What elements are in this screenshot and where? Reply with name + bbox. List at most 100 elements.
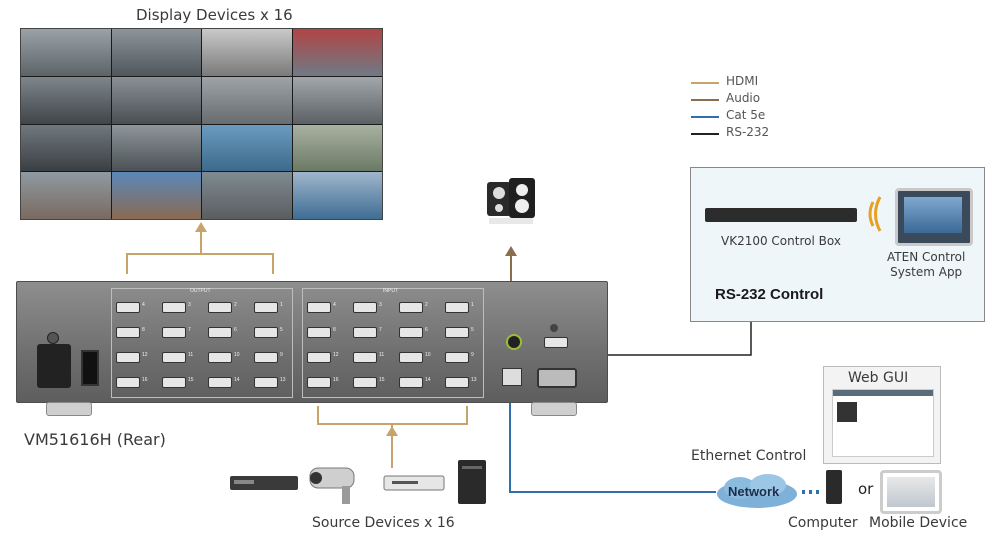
input-hdmi-port bbox=[353, 327, 377, 338]
or-label: or bbox=[858, 480, 874, 498]
hdmi-port bbox=[544, 337, 568, 348]
input-hdmi-port bbox=[307, 302, 331, 313]
output-port-number: 10 bbox=[234, 352, 240, 358]
network-label: Network bbox=[728, 484, 780, 499]
output-port-number: 2 bbox=[234, 302, 237, 308]
input-port-number: 15 bbox=[379, 377, 385, 383]
power-socket bbox=[37, 344, 71, 388]
input-panel-label: INPUT bbox=[383, 288, 398, 294]
tablet-icon bbox=[895, 188, 973, 246]
input-hdmi-port bbox=[445, 377, 469, 388]
input-port-number: 2 bbox=[425, 302, 428, 308]
audio-jack bbox=[506, 334, 522, 350]
chassis-foot bbox=[531, 402, 577, 416]
legend-swatch-cat5e bbox=[691, 116, 719, 118]
input-hdmi-port bbox=[445, 327, 469, 338]
display-tile bbox=[202, 29, 292, 76]
legend-swatch-hdmi bbox=[691, 82, 719, 84]
mobile-screen bbox=[887, 477, 935, 507]
input-hdmi-port bbox=[353, 352, 377, 363]
computer-label: Computer bbox=[788, 515, 858, 531]
web-gui-thumbnail bbox=[837, 402, 857, 422]
input-port-number: 11 bbox=[379, 352, 385, 358]
input-port-number: 12 bbox=[333, 352, 339, 358]
legend-swatch-audio bbox=[691, 99, 719, 101]
output-port-number: 15 bbox=[188, 377, 194, 383]
cat5e-line bbox=[509, 388, 716, 493]
aten-app-label: ATEN Control System App bbox=[887, 250, 966, 279]
legend: HDMI Audio Cat 5e RS-232 bbox=[691, 74, 811, 144]
display-tile bbox=[21, 76, 111, 124]
display-tile bbox=[202, 76, 292, 124]
mobile-device-label: Mobile Device bbox=[869, 515, 968, 531]
output-hdmi-port bbox=[254, 302, 278, 313]
output-port-number: 16 bbox=[142, 377, 148, 383]
arrow-up-icon bbox=[505, 246, 517, 256]
output-hdmi-port bbox=[208, 302, 232, 313]
screw bbox=[550, 324, 558, 332]
output-port-number: 14 bbox=[234, 377, 240, 383]
input-port-number: 10 bbox=[425, 352, 431, 358]
input-port-number: 9 bbox=[471, 352, 474, 358]
input-hdmi-port bbox=[399, 327, 423, 338]
media-player-icon bbox=[383, 475, 445, 491]
input-port-number: 6 bbox=[425, 327, 428, 333]
output-port-number: 9 bbox=[280, 352, 283, 358]
output-hdmi-port bbox=[162, 302, 186, 313]
input-port-number: 1 bbox=[471, 302, 474, 308]
output-port-number: 8 bbox=[142, 327, 145, 333]
legend-label-rs232: RS-232 bbox=[726, 125, 770, 139]
rs232-control-label: RS-232 Control bbox=[715, 286, 824, 303]
input-panel: INPUT bbox=[302, 288, 484, 398]
input-port-number: 8 bbox=[333, 327, 336, 333]
source-devices-label: Source Devices x 16 bbox=[312, 515, 455, 531]
computer-icon bbox=[826, 470, 842, 504]
legend-swatch-rs232 bbox=[691, 133, 719, 135]
display-tile bbox=[111, 76, 201, 124]
display-tile bbox=[292, 29, 382, 76]
speaker-icon bbox=[487, 178, 535, 224]
input-port-number: 14 bbox=[425, 377, 431, 383]
vk2100-device-icon bbox=[705, 208, 857, 222]
output-hdmi-port bbox=[116, 377, 140, 388]
display-tile bbox=[202, 172, 292, 219]
web-gui-header bbox=[833, 390, 933, 396]
output-hdmi-port bbox=[208, 327, 232, 338]
input-port-number: 5 bbox=[471, 327, 474, 333]
input-port-number: 4 bbox=[333, 302, 336, 308]
device-name-label: VM51616H (Rear) bbox=[24, 430, 166, 449]
output-port-number: 1 bbox=[280, 302, 283, 308]
output-port-number: 12 bbox=[142, 352, 148, 358]
input-hdmi-port bbox=[399, 302, 423, 313]
power-switch bbox=[81, 350, 99, 386]
output-panel-label: OUTPUT bbox=[190, 288, 211, 294]
display-tile bbox=[21, 172, 111, 219]
dvd-player-icon bbox=[230, 476, 298, 490]
arrow-up-icon bbox=[195, 222, 207, 232]
input-hdmi-port bbox=[353, 302, 377, 313]
display-tile bbox=[21, 29, 111, 76]
display-tile bbox=[292, 172, 382, 219]
web-gui-panel: Web GUI bbox=[823, 366, 941, 464]
display-tile bbox=[111, 29, 201, 76]
input-port-number: 13 bbox=[471, 377, 477, 383]
input-port-number: 7 bbox=[379, 327, 382, 333]
ethernet-port bbox=[502, 368, 522, 386]
display-tile bbox=[21, 124, 111, 172]
output-hdmi-port bbox=[116, 352, 140, 363]
input-hdmi-port bbox=[307, 352, 331, 363]
input-hdmi-port bbox=[445, 352, 469, 363]
input-hdmi-port bbox=[307, 377, 331, 388]
output-port-number: 6 bbox=[234, 327, 237, 333]
pc-tower-icon bbox=[458, 460, 486, 504]
rs232-port bbox=[537, 368, 577, 388]
output-port-number: 11 bbox=[188, 352, 194, 358]
output-hdmi-port bbox=[254, 377, 278, 388]
display-tile bbox=[292, 124, 382, 172]
output-hdmi-port bbox=[254, 352, 278, 363]
display-wall bbox=[20, 28, 383, 220]
rs232-line bbox=[575, 322, 752, 356]
output-hdmi-port bbox=[162, 377, 186, 388]
input-port-number: 16 bbox=[333, 377, 339, 383]
input-hdmi-port bbox=[307, 327, 331, 338]
